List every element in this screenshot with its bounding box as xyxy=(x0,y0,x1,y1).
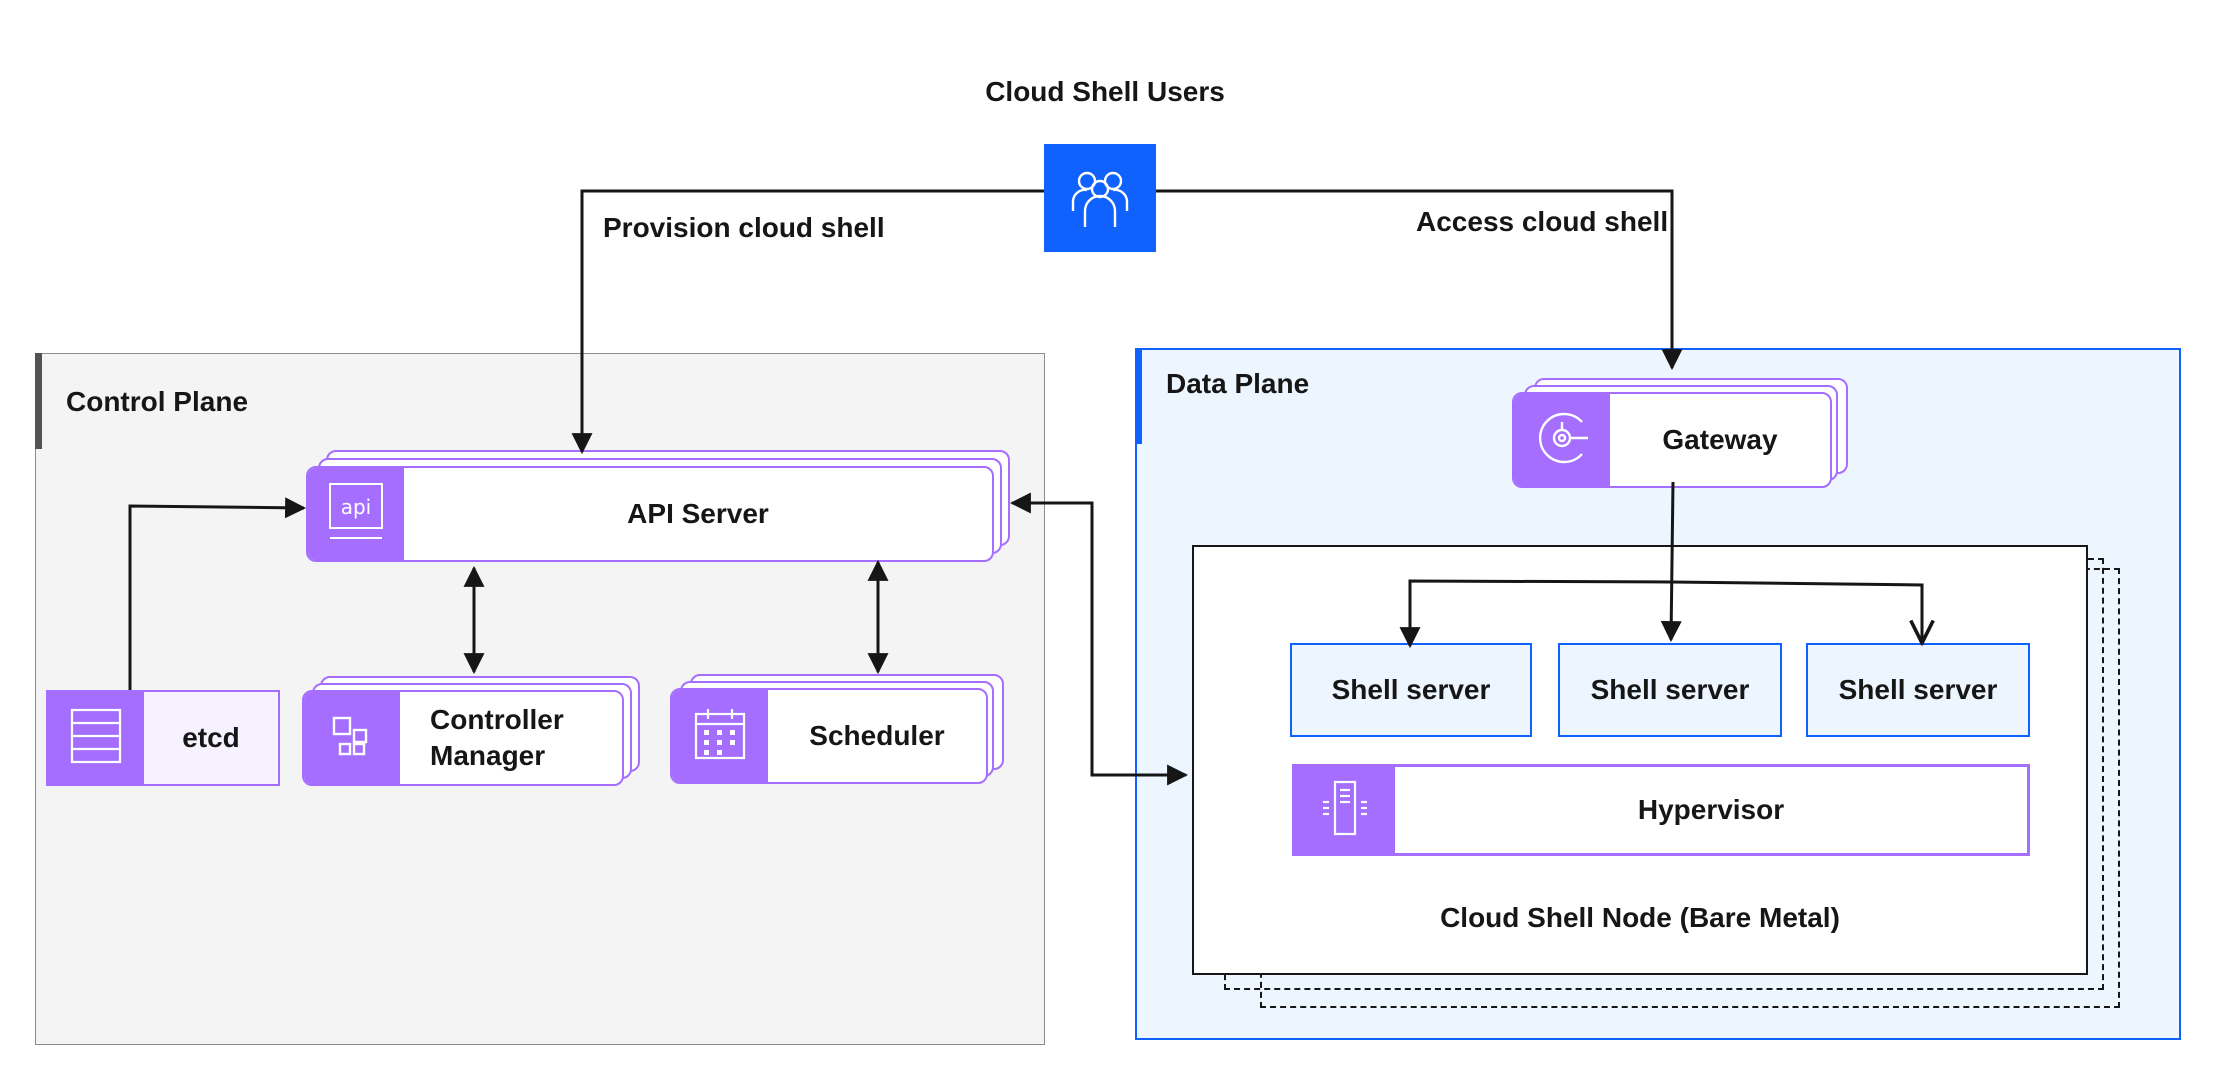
api-server-label: API Server xyxy=(627,498,769,529)
controller-manager-card: Controller Manager xyxy=(302,690,624,786)
provision-edge-label: Provision cloud shell xyxy=(603,212,885,243)
api-server-iconbox: api xyxy=(308,468,404,560)
gateway-icon xyxy=(1532,408,1592,473)
control-plane-accent xyxy=(35,353,42,449)
hypervisor-card: Hypervisor xyxy=(1292,764,2030,856)
controller-manager-label: Controller Manager xyxy=(430,704,564,771)
etcd-card: etcd xyxy=(46,690,280,786)
database-icon xyxy=(68,706,124,771)
gateway-card: Gateway xyxy=(1512,392,1832,488)
users-title: Cloud Shell Users xyxy=(985,76,1225,107)
users-node xyxy=(1044,144,1156,252)
etcd-iconbox xyxy=(48,692,144,784)
apps-icon xyxy=(330,714,374,763)
scheduler-card: Scheduler xyxy=(670,688,988,784)
shell-server-1: Shell server xyxy=(1290,643,1532,737)
controller-manager-iconbox xyxy=(304,692,400,784)
svg-text:api: api xyxy=(341,495,372,519)
api-icon: api xyxy=(328,482,384,547)
data-plane-title: Data Plane xyxy=(1166,368,1310,399)
access-edge-label: Access cloud shell xyxy=(1416,206,1669,237)
server-icon xyxy=(1317,780,1373,841)
gateway-label: Gateway xyxy=(1662,424,1778,455)
hypervisor-iconbox xyxy=(1295,767,1395,853)
gateway-iconbox xyxy=(1514,394,1610,486)
shell-server-3: Shell server xyxy=(1806,643,2030,737)
hypervisor-label: Hypervisor xyxy=(1637,794,1785,825)
control-plane-title: Control Plane xyxy=(66,386,249,417)
api-server-card: api API Server xyxy=(306,466,994,562)
cloud-shell-node-label: Cloud Shell Node (Bare Metal) xyxy=(1440,902,1840,933)
scheduler-iconbox xyxy=(672,690,768,782)
scheduler-label: Scheduler xyxy=(809,720,945,751)
calendar-icon xyxy=(694,708,746,765)
user-group-icon xyxy=(1065,161,1135,236)
data-plane-accent xyxy=(1135,348,1142,444)
etcd-label: etcd xyxy=(182,722,240,753)
shell-server-2: Shell server xyxy=(1558,643,1782,737)
